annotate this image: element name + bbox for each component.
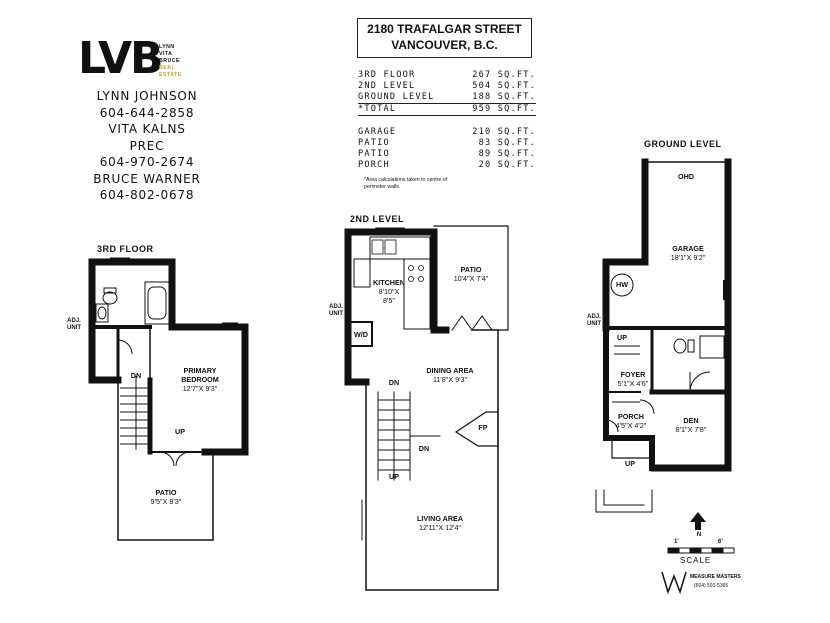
room-primary-bedroom: PRIMARY BEDROOM 12'7"X 9'3" [181,366,219,393]
logo-text: LVB [78,33,164,84]
ground-level-fixtures [605,273,725,433]
area-row: PORCH 20 SQ.FT. [358,160,536,170]
second-adj-unit: ADJ.UNIT [329,304,343,317]
third-stairs-up: UP [175,427,185,436]
area-note: *Area calculations taken to centre of pe… [364,177,448,190]
room-third-patio: PATIO 9'5"X 8'3" [150,488,182,506]
room-foyer: FOYER 5'1"X 4'6" [617,370,649,388]
wd-closet: W/D [354,330,368,339]
logo-word: LYNN [159,44,175,50]
contact-line: 604-802-0678 [99,188,195,202]
scale-tick-start: 1' [674,539,679,545]
contact-line: PREC [129,138,165,153]
logo-words: LYNN VITA BRUCE REAL ESTATE [159,44,182,79]
contact-line: 604-644-2858 [99,105,195,120]
address-line2: VANCOUVER, B.C. [391,38,498,52]
measurer-phone: (604) 591-5365 [694,583,729,589]
agent-contacts: LYNN JOHNSON 604-644-2858 VITA KALNS PRE… [72,88,222,204]
room-living-area: LIVING AREA 12'11"X 12'4" [416,514,464,532]
area-row: PATIO 83 SQ.FT. [358,138,536,148]
measurer-name: MEASURE MASTERS [690,574,741,580]
address-line1: 2180 TRAFALGAR STREET [367,22,522,36]
logo-word: BRUCE [159,58,180,64]
room-kitchen: KITCHEN 8'10"X 8'5" [373,278,405,305]
room-second-patio: PATIO 10'4"X 7'4" [453,265,489,283]
logo-word: VITA [159,51,173,57]
north-arrow-icon [690,512,706,530]
third-floor-walls [88,258,249,541]
room-garage: GARAGE 18'1"X 9'2" [670,244,706,262]
ground-level-title: GROUND LEVEL [644,139,722,149]
room-dining-area: DINING AREA 11'8"X 9'3" [426,366,474,384]
room-den: DEN 8'1"X 7'8" [675,416,707,434]
ground-level-walls [595,158,732,513]
room-porch: PORCH 4'5"X 4'2" [615,412,647,430]
contact-line: 604-970-2674 [99,155,195,169]
north-label: N [696,532,702,538]
contact-line: BRUCE WARNER [93,171,201,186]
brand-logo: LVB LYNN VITA BRUCE REAL ESTATE [78,33,218,86]
second-stairs-dn-2: DN [418,444,430,453]
second-stairs-dn: DN [388,378,400,387]
contact-line: VITA KALNS [108,122,186,136]
third-floor-fixtures [95,257,238,467]
scale-label: SCALE [680,556,712,565]
third-floor-title: 3RD FLOOR [97,244,154,254]
scale-tick-end: 6' [718,539,723,545]
area-row: PATIO 89 SQ.FT. [358,149,536,159]
measurer-logo-icon [661,571,687,595]
address-box: 2180 TRAFALGAR STREET VANCOUVER, B.C. [357,18,532,58]
contact-line: LYNN JOHNSON [96,89,198,103]
fireplace: FP [478,423,488,432]
foyer-stairs-up: UP [617,333,627,342]
ground-adj-unit: ADJ.UNIT [587,314,601,327]
scale-bar [667,547,735,554]
hot-water-tank: HW [616,280,628,289]
second-stairs-up: UP [389,472,399,481]
second-level-title: 2ND LEVEL [350,214,405,224]
second-level-walls [344,225,509,591]
third-stairs-dn: DN [130,371,142,380]
third-adj-unit: ADJ.UNIT [67,318,81,331]
overhead-door: OHD [678,172,694,181]
logo-word: ESTATE [159,72,182,78]
logo-word: REAL [159,65,176,71]
ground-entry-up: UP [625,459,635,468]
